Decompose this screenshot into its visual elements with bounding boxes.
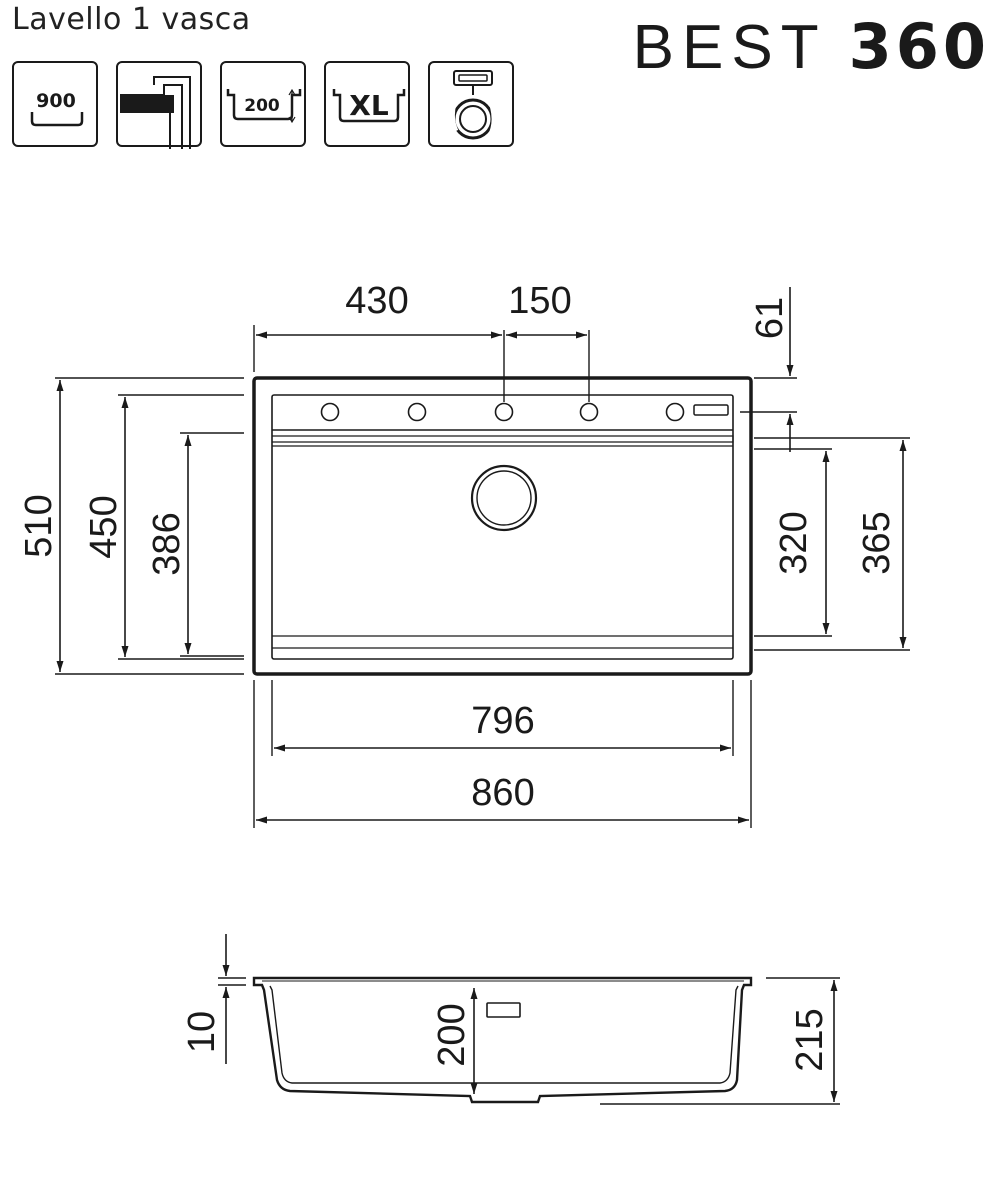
dim-320: 320 — [773, 511, 815, 574]
tap-hole — [407, 402, 427, 422]
dim-365: 365 — [856, 511, 898, 574]
drain-outer — [470, 464, 538, 532]
dim-215: 215 — [789, 1008, 831, 1071]
cabinet-900-label: 900 — [36, 90, 76, 112]
tap-hole — [320, 402, 340, 422]
xl-bowl-icon: XL — [324, 61, 410, 147]
dim-430: 430 — [345, 280, 408, 322]
drain-overflow-icon — [428, 61, 514, 147]
side-dimensions: 10 200 215 — [181, 934, 840, 1105]
tap-hole — [579, 402, 599, 422]
dim-450: 450 — [83, 495, 125, 558]
top-dimensions: 430 150 61 510 450 386 320 365 — [18, 280, 910, 828]
flush-mount-icon — [116, 61, 202, 149]
tap-hole — [665, 402, 685, 422]
dim-510: 510 — [18, 494, 60, 557]
bowl-depth-label: 200 — [244, 96, 280, 116]
dim-150: 150 — [508, 280, 571, 322]
product-title: BEST 360 — [633, 10, 990, 85]
bowl-depth-200-icon: 200 — [220, 61, 306, 147]
dim-386: 386 — [146, 512, 188, 575]
sink-side-view — [252, 976, 753, 1104]
overflow-slot — [693, 404, 729, 416]
xl-bowl-label: XL — [349, 89, 389, 122]
model-number: 360 — [848, 10, 990, 83]
dim-61: 61 — [749, 297, 791, 339]
cabinet-900-icon: 900 — [12, 61, 98, 147]
brand-name: BEST — [632, 13, 827, 82]
tap-hole — [494, 402, 514, 422]
dim-796: 796 — [471, 700, 534, 742]
product-subtitle: Lavello 1 vasca — [12, 2, 251, 37]
sink-top-view — [252, 376, 753, 676]
drain-inner — [476, 470, 532, 526]
dim-10: 10 — [181, 1011, 223, 1053]
overflow-slot-side — [486, 1002, 521, 1018]
dim-860: 860 — [471, 772, 534, 814]
dim-200: 200 — [431, 1003, 473, 1066]
